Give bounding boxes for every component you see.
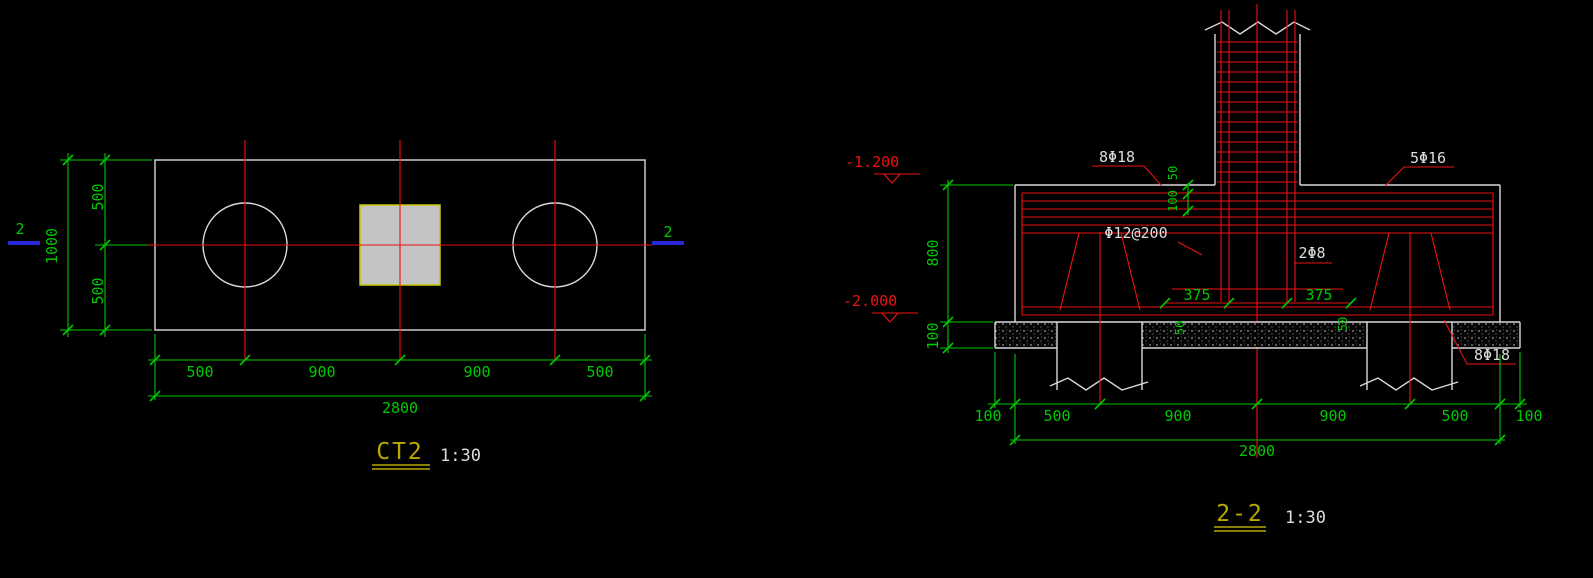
sec-dim-bottom-6: 100 [1515,407,1542,425]
stirrup-leader [1177,241,1203,256]
section-piles [1049,232,1459,404]
dim-bottom-4: 500 [586,363,613,381]
sec-dim-bottom-1: 100 [974,407,1001,425]
section-column [1165,4,1351,458]
dim-cover-top: 50 [1166,166,1180,180]
dim-body-height: 800 [924,239,942,266]
section-level-markers: -1.200 -2.000 [843,153,920,323]
dim-left-overall: 1000 [43,228,61,264]
section-rebar-labels: 8Φ18 5Φ16 Φ12@200 2Φ8 8Φ18 [1092,148,1516,365]
plan-dimension-lines [60,153,652,402]
sec-dim-bottom-5: 500 [1441,407,1468,425]
pile-left-break-line [1049,377,1149,391]
sec-dim-bottom-2: 500 [1043,407,1070,425]
section-bedding-layer [994,321,1521,349]
dim-bottom-total: 2800 [382,399,418,417]
rebar-bottom-label: 8Φ18 [1474,346,1510,364]
section-scale: 1:30 [1285,508,1326,528]
sec-dim-bottom-4: 900 [1319,407,1346,425]
level-top-label: -1.200 [845,153,899,171]
sec-dim-bottom-3: 900 [1164,407,1191,425]
dim-left-bottom: 500 [89,277,107,304]
level-bottom-label: -2.000 [843,292,897,310]
section-title: 2-2 [1216,501,1264,527]
dim-bedding-small-left: 50 [1173,321,1187,335]
rebar-top-right-leader [1384,166,1454,187]
rebar-top-left-label: 8Φ18 [1099,148,1135,166]
column-break-line [1204,21,1311,35]
dim-bottom-2: 900 [308,363,335,381]
pile-right-break-line [1359,377,1459,391]
section-left-dimensions: 800 100 [924,179,1013,354]
dim-left-top: 500 [89,183,107,210]
plan-centerlines [100,140,652,360]
level-bottom-symbol [880,312,900,323]
plan-title-block: CT2 1:30 [372,439,481,470]
section-view: -1.200 -2.000 800 100 8Φ18 5Φ16 Φ12@200 [843,4,1543,532]
dim-top-spacing: 100 [1166,190,1180,212]
side-bar-label: 2Φ8 [1298,244,1325,262]
dim-hook-left: 375 [1183,286,1210,304]
plan-view: 2 2 [8,140,684,470]
rebar-top-left-leader [1092,165,1163,187]
level-top-symbol [882,173,902,184]
plan-section-marker-left: 2 [15,220,24,238]
dim-hook-right: 375 [1305,286,1332,304]
dim-bottom-1: 500 [186,363,213,381]
section-foundation-outline [1014,184,1501,322]
plan-section-marker-right: 2 [663,223,672,241]
plan-scale: 1:30 [440,446,481,466]
rebar-top-right-label: 5Φ16 [1410,149,1446,167]
dim-bottom-3: 900 [463,363,490,381]
plan-title: CT2 [376,439,424,465]
section-title-block: 2-2 1:30 [1214,501,1326,532]
section-bottom-dimensions: 100 500 900 900 500 100 2800 [974,352,1543,460]
dim-bedding-height: 100 [924,322,942,349]
plan-dimension-labels: 500 1000 500 500 900 900 500 2800 [43,183,614,417]
sec-dim-bottom-total: 2800 [1239,442,1275,460]
section-small-dimensions: 50 100 375 375 50 50 [1159,166,1357,335]
plan-section-cut-markers: 2 2 [8,220,684,245]
dim-bedding-small-right: 50 [1336,317,1350,331]
stirrup-label: Φ12@200 [1104,224,1167,242]
